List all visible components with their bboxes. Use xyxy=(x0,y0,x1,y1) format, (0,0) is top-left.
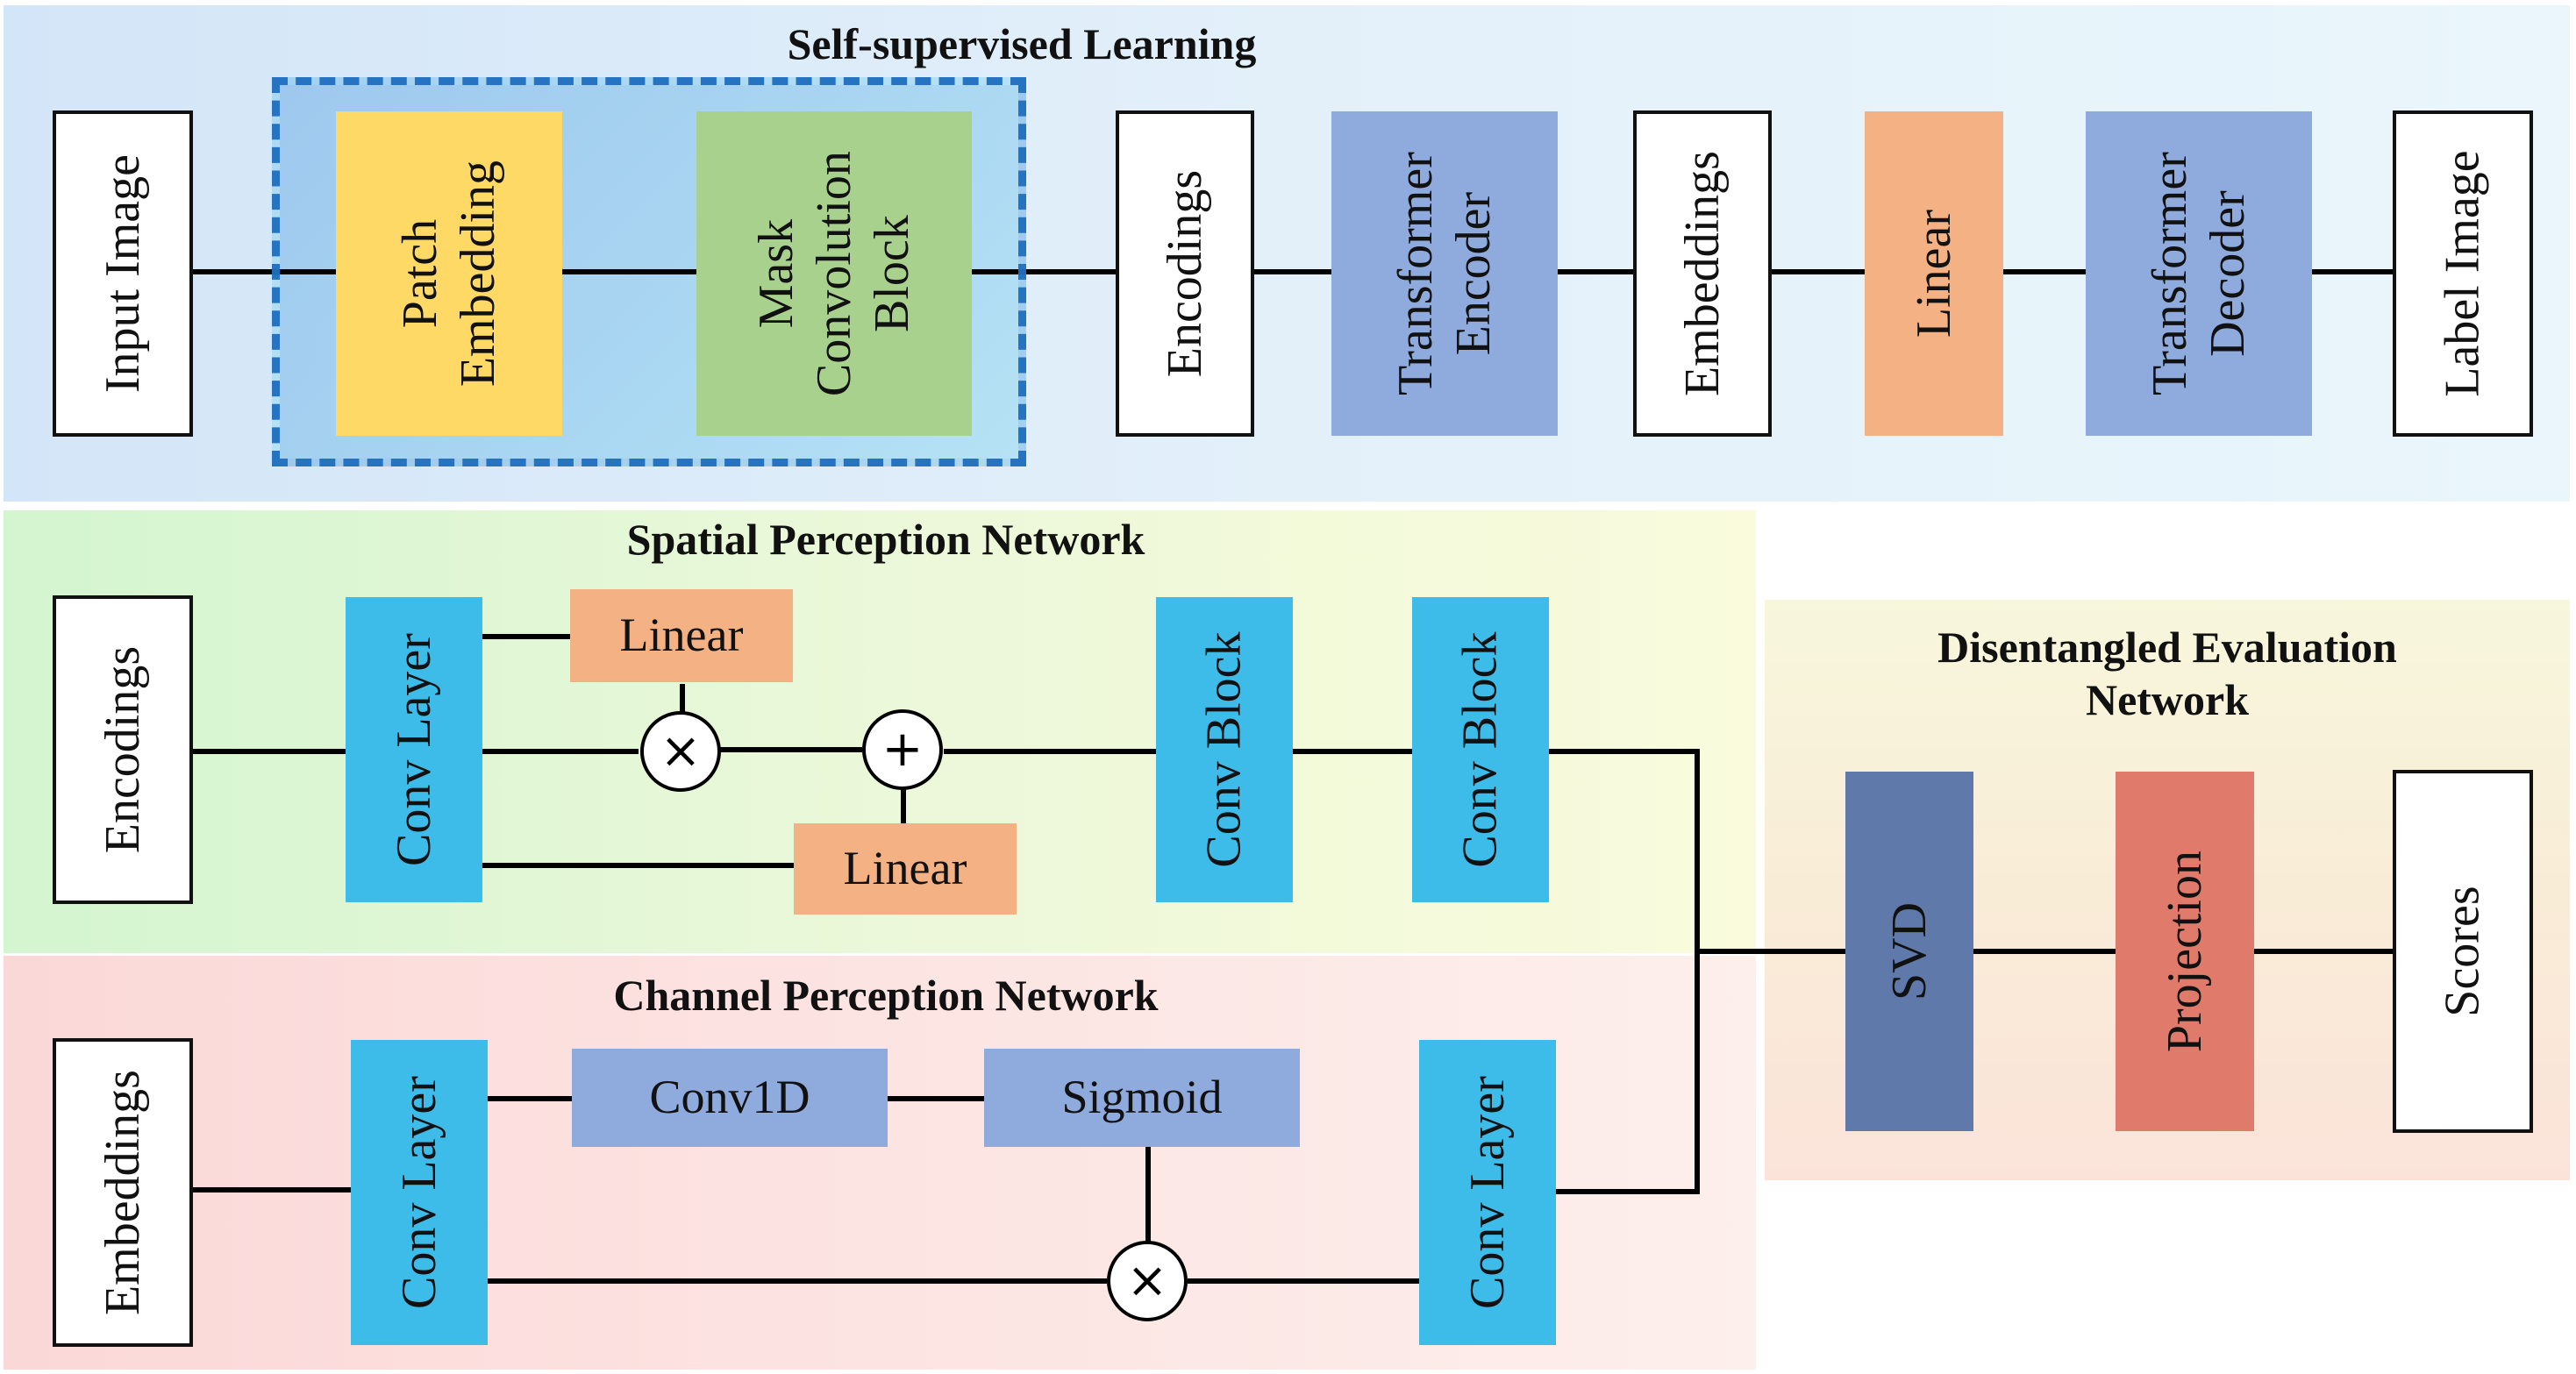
connector-line xyxy=(488,1096,572,1101)
disentangled-title-line1: Disentangled Evaluation xyxy=(1937,623,2397,672)
transformer-encoder-line1: Transformer xyxy=(1388,152,1443,395)
connector-line xyxy=(193,749,347,754)
conv1d-box: Conv1D xyxy=(572,1049,888,1147)
spatial-linear-bottom-box: Linear xyxy=(794,823,1017,915)
connector-line xyxy=(488,1278,1107,1284)
connector-line xyxy=(2252,949,2394,954)
spatial-conv-block-1-box: Conv Block xyxy=(1156,597,1293,902)
connector-line xyxy=(901,789,906,824)
projection-box: Projection xyxy=(2116,772,2254,1131)
connector-line xyxy=(1293,749,1412,754)
disentangled-evaluation-title: Disentangled Evaluation Network xyxy=(1765,621,2570,726)
linear-box: Linear xyxy=(1865,111,2003,436)
connector-line xyxy=(280,269,1018,274)
patch-embedding-box: Patch Embedding xyxy=(336,111,562,436)
scores-box: Scores xyxy=(2393,770,2533,1133)
self-supervised-title: Self-supervised Learning xyxy=(787,19,1257,68)
connector-line xyxy=(1549,749,1700,754)
connector-line xyxy=(482,749,639,754)
transformer-decoder-box: Transformer Decoder xyxy=(2086,111,2312,436)
spatial-conv-layer-box: Conv Layer xyxy=(346,597,482,902)
channel-multiply-operator: × xyxy=(1107,1241,1188,1321)
connector-line xyxy=(193,1187,353,1192)
transformer-decoder-line2: Decoder xyxy=(2201,190,2255,357)
channel-conv-layer-2-box: Conv Layer xyxy=(1419,1040,1556,1345)
connector-line xyxy=(1973,949,2117,954)
connector-line xyxy=(482,634,570,639)
transformer-decoder-line1: Transformer xyxy=(2142,152,2197,395)
mask-conv-line1: Mask xyxy=(748,218,803,329)
spatial-linear-top-box: Linear xyxy=(570,589,793,682)
channel-perception-title: Channel Perception Network xyxy=(613,971,1159,1020)
transformer-encoder-line2: Encoder xyxy=(1446,191,1501,356)
connector-line xyxy=(1695,749,1700,1194)
connector-line xyxy=(482,863,795,868)
encodings-box: Encodings xyxy=(1116,110,1254,437)
connector-line xyxy=(193,269,2393,274)
connector-line xyxy=(1556,1189,1700,1194)
mask-conv-line2: Convolution xyxy=(806,150,861,397)
add-operator: + xyxy=(862,709,943,790)
mask-convolution-block-box: Mask Convolution Block xyxy=(696,111,972,436)
channel-embeddings-box: Embeddings xyxy=(53,1038,193,1347)
spatial-perception-title: Spatial Perception Network xyxy=(626,515,1145,564)
channel-conv-layer-1-box: Conv Layer xyxy=(351,1040,488,1345)
mask-conv-line3: Block xyxy=(865,215,920,332)
embeddings-box: Embeddings xyxy=(1633,110,1772,437)
connector-line xyxy=(944,749,1158,754)
transformer-encoder-box: Transformer Encoder xyxy=(1331,111,1558,436)
patch-embedding-line2: Embedding xyxy=(451,160,505,388)
connector-line xyxy=(1145,1147,1151,1243)
input-image-box: Input Image xyxy=(53,110,193,437)
label-image-box: Label Image xyxy=(2393,110,2533,437)
connector-line xyxy=(1188,1278,1421,1284)
connector-line xyxy=(888,1096,984,1101)
spatial-encodings-box: Encodings xyxy=(53,595,193,904)
multiply-operator: × xyxy=(640,711,721,792)
sigmoid-box: Sigmoid xyxy=(984,1049,1300,1147)
spatial-conv-block-2-box: Conv Block xyxy=(1412,597,1549,902)
disentangled-title-line2: Network xyxy=(2085,675,2250,724)
connector-line xyxy=(680,684,685,717)
patch-embedding-line1: Patch xyxy=(392,218,447,329)
connector-line xyxy=(719,747,862,752)
svd-box: SVD xyxy=(1845,772,1973,1131)
